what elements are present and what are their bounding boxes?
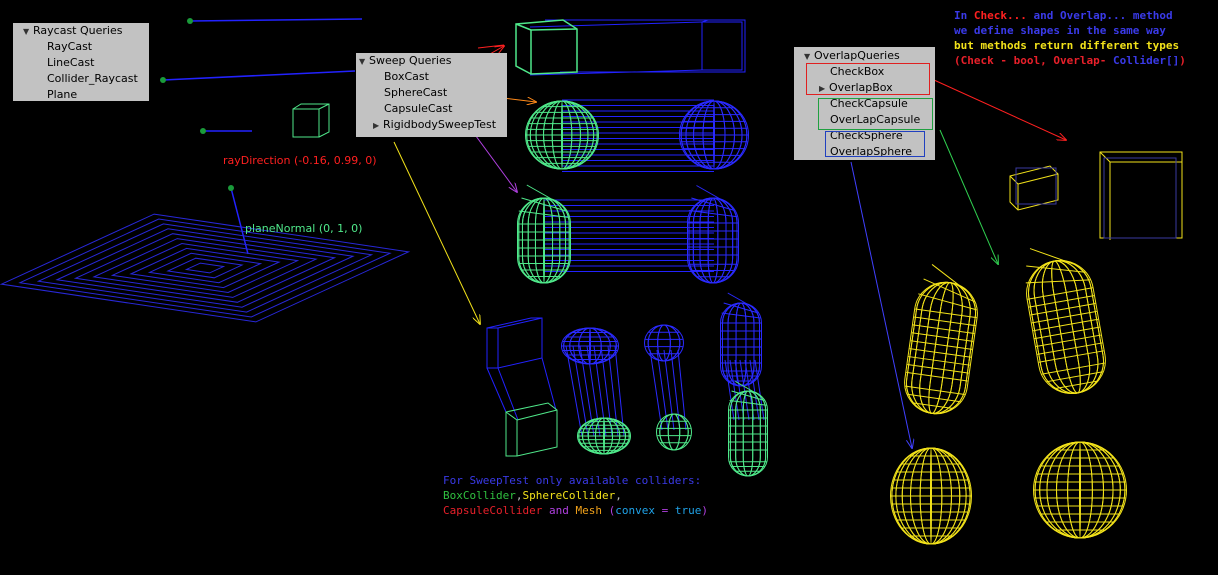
- sweep-item-boxcast[interactable]: BoxCast: [384, 70, 429, 83]
- plane-grid: [0, 213, 411, 323]
- expand-right-icon[interactable]: ▶: [373, 121, 380, 130]
- rigidbody-sweep-gizmos: [486, 292, 768, 477]
- overlap-note-line4: (Check - bool, Overlap- Collider[]): [954, 54, 1186, 67]
- raycast-queries-title: Raycast Queries: [33, 24, 123, 37]
- capsulecast-gizmo: [517, 184, 739, 284]
- sweep-item-rigidbody-sweeptest[interactable]: ▶RigidbodySweepTest: [356, 117, 507, 133]
- sphere-group-highlight: [825, 131, 925, 157]
- raycast-queries-header[interactable]: ▼Raycast Queries: [13, 23, 149, 39]
- spherecast-gizmo: [525, 99, 749, 172]
- sweeptest-note-line2: BoxCollider,SphereCollider,: [443, 489, 622, 502]
- raycast-item-raycast[interactable]: RayCast: [47, 40, 93, 53]
- overlap-item-overlapsphere[interactable]: OverlapSphere: [830, 145, 912, 158]
- expand-right-icon[interactable]: ▶: [819, 84, 826, 93]
- overlap-note-line3: but methods return different types: [954, 39, 1180, 52]
- sweeptest-note: For SweepTest only available colliders: …: [443, 473, 708, 518]
- sweep-item-capsulecast[interactable]: CapsuleCast: [384, 102, 453, 115]
- overlap-item-checksphere[interactable]: CheckSphere: [830, 129, 903, 142]
- raycast-item-plane[interactable]: Plane: [47, 88, 78, 101]
- raycast-queries-panel: ▼Raycast Queries RayCast LineCast Collid…: [13, 23, 149, 101]
- sweep-queries-title: Sweep Queries: [369, 54, 452, 67]
- sweep-item-spherecast[interactable]: SphereCast: [384, 86, 448, 99]
- expand-down-icon[interactable]: ▼: [359, 57, 366, 66]
- overlap-note-line1: In Check... and Overlap... method: [954, 9, 1173, 22]
- rigidbody-sweeptest-label: RigidbodySweepTest: [383, 118, 497, 131]
- overlap-queries-panel: ▼OverlapQueries CheckBox ▶OverlapBox Che…: [794, 47, 935, 160]
- overlap-item-checkcapsule[interactable]: CheckCapsule: [830, 97, 908, 110]
- expand-down-icon[interactable]: ▼: [23, 27, 30, 36]
- overlap-note: In Check... and Overlap... method we def…: [954, 8, 1186, 68]
- overlap-item-overlapbox[interactable]: ▶OverlapBox: [794, 80, 935, 96]
- collider-raycast-cube: [292, 103, 330, 138]
- overlap-note-line2: we define shapes in the same way: [954, 24, 1166, 37]
- ray-direction-label: rayDirection (-0.16, 0.99, 0): [223, 154, 377, 167]
- overlap-gizmos: [890, 151, 1183, 545]
- plane-normal-label: planeNormal (0, 1, 0): [245, 222, 363, 235]
- overlap-item-checkbox[interactable]: CheckBox: [830, 65, 885, 78]
- raycast-item-linecast[interactable]: LineCast: [47, 56, 95, 69]
- capsule-group-highlight: [818, 98, 933, 130]
- boxcast-gizmo: [515, 19, 746, 76]
- sweeptest-note-line3: CapsuleCollider and Mesh (convex = true): [443, 504, 708, 517]
- sweeptest-note-line1: For SweepTest only available colliders:: [443, 474, 702, 487]
- overlap-item-overlapcapsule[interactable]: OverLapCapsule: [830, 113, 921, 126]
- box-group-highlight: [806, 63, 930, 95]
- sweep-queries-panel: ▼Sweep Queries BoxCast SphereCast Capsul…: [356, 53, 507, 137]
- overlap-queries-title: OverlapQueries: [814, 49, 900, 62]
- raycast-item-collider-raycast[interactable]: Collider_Raycast: [47, 72, 138, 85]
- overlap-queries-header[interactable]: ▼OverlapQueries: [794, 48, 935, 64]
- sweep-queries-header[interactable]: ▼Sweep Queries: [356, 53, 507, 69]
- expand-down-icon[interactable]: ▼: [804, 52, 811, 61]
- raycast-gizmos: [160, 18, 363, 255]
- overlapbox-label: OverlapBox: [829, 81, 893, 94]
